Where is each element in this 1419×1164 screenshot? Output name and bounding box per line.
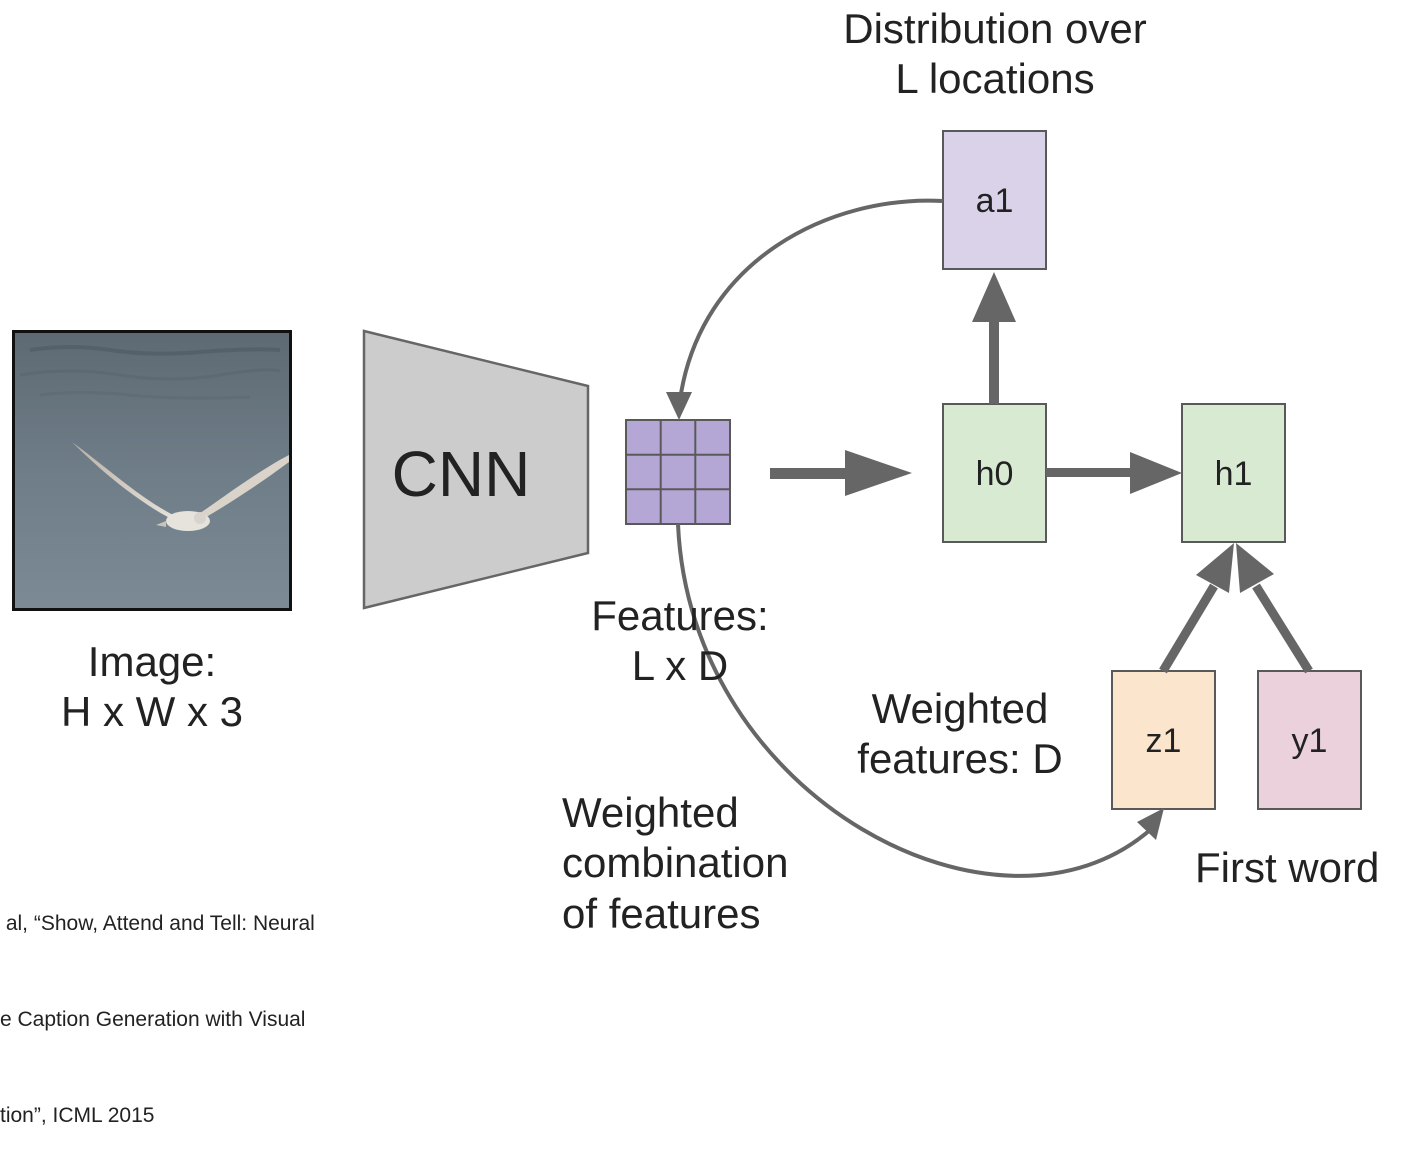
first-word-label: First word — [1195, 844, 1380, 891]
features-label: Features: L x D — [560, 591, 800, 692]
image-label: Image: H x W x 3 — [22, 637, 282, 738]
y1-to-h1-arrow-shaft — [1252, 583, 1313, 674]
h0-box-label: h0 — [975, 455, 1014, 493]
diagram-canvas — [12, 130, 1362, 878]
z1-box — [1111, 670, 1216, 810]
y1-box — [1257, 670, 1362, 810]
weighted-combination-line2: combination — [562, 839, 789, 887]
cnn-label: CNN — [391, 438, 531, 510]
h0-to-h1-arrow-head — [1130, 452, 1182, 494]
weighted-combination-line3: of features — [562, 889, 761, 937]
weighted-features-line1: Weighted — [871, 685, 1049, 732]
cnn-trapezoid — [362, 329, 590, 610]
a1-box-label: a1 — [975, 182, 1014, 220]
h0-box — [942, 403, 1047, 543]
distribution-title: Distribution over L locations — [780, 4, 1210, 105]
image-label-line1: Image: — [87, 638, 217, 685]
citation-line3: tion”, ICML 2015 — [0, 1104, 155, 1127]
citation-line1: al, “Show, Attend and Tell: Neural — [0, 912, 315, 935]
features-label-line2: L x D — [631, 642, 729, 690]
h0-to-a1-arrow-head — [972, 272, 1016, 322]
h0-to-a1-arrow-shaft — [989, 320, 999, 404]
image-label-line2: H x W x 3 — [60, 688, 243, 736]
weighted-features-line2: features: D — [857, 735, 1063, 783]
h0-to-h1-arrow-shaft — [1046, 468, 1136, 477]
features-to-z1-arrow-head — [1137, 808, 1164, 840]
a1-to-features-arrow-head — [666, 392, 692, 420]
water-background — [15, 333, 289, 608]
citation: al, “Show, Attend and Tell: Neural e Cap… — [0, 844, 315, 1164]
weighted-combination-label: Weighted combination of features — [562, 788, 862, 939]
distribution-title-line2: L locations — [895, 55, 1095, 103]
input-image — [12, 330, 292, 611]
feature-grid — [625, 419, 731, 525]
seagull — [72, 442, 289, 531]
z1-to-h1-arrow-head — [1196, 543, 1234, 593]
citation-line2: e Caption Generation with Visual — [0, 1008, 306, 1031]
features-to-z1-curve — [676, 523, 1152, 878]
y1-to-h1-arrow-head — [1236, 543, 1274, 593]
features-label-line1: Features: — [591, 592, 769, 639]
h1-box-label: h1 — [1214, 455, 1253, 493]
weighted-combination-line1: Weighted — [562, 789, 739, 836]
a1-to-features-curve — [678, 198, 944, 401]
a1-box — [942, 130, 1047, 270]
features-to-h0-arrow-head — [845, 450, 912, 496]
weighted-features-label: Weighted features: D — [830, 684, 1090, 785]
distribution-title-line1: Distribution over — [843, 5, 1147, 52]
features-to-h0-arrow-shaft — [770, 468, 850, 479]
y1-box-label: y1 — [1291, 722, 1328, 760]
z1-to-h1-arrow-shaft — [1159, 583, 1218, 674]
z1-box-label: z1 — [1145, 722, 1182, 760]
